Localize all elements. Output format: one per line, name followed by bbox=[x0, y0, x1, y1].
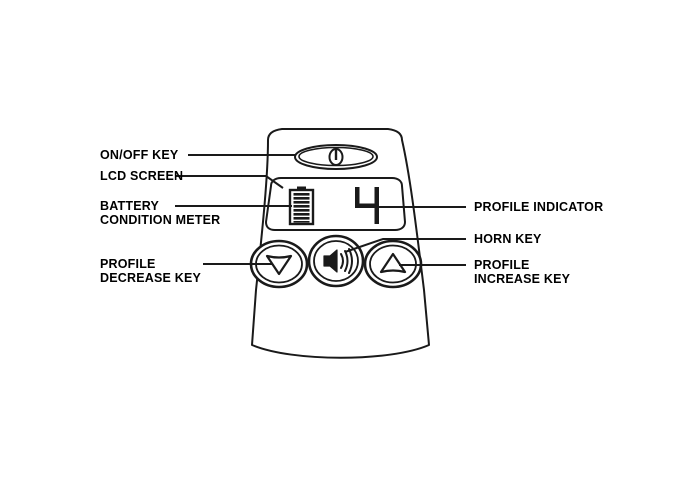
battery-condition-meter-icon bbox=[288, 186, 315, 226]
on-off-key[interactable] bbox=[294, 144, 378, 170]
power-symbol-icon bbox=[328, 147, 344, 166]
profile-increase-key[interactable] bbox=[363, 239, 423, 289]
callout-profile-increase-key-line2: INCREASE KEY bbox=[474, 272, 571, 286]
triangle-up-icon bbox=[379, 252, 407, 274]
profile-decrease-key[interactable] bbox=[249, 239, 309, 289]
callout-horn-key: HORN KEY bbox=[474, 232, 542, 246]
triangle-down-icon bbox=[265, 254, 293, 276]
callout-profile-decrease-key-line2: DECREASE KEY bbox=[100, 271, 202, 285]
leader-line-horn-key bbox=[344, 238, 466, 253]
callout-on-off-key: ON/OFF KEY bbox=[100, 148, 179, 162]
callout-lcd-screen: LCD SCREEN bbox=[100, 169, 184, 183]
callout-profile-decrease-key-line1: PROFILE bbox=[100, 257, 156, 271]
lcd-screen bbox=[265, 177, 406, 231]
horn-key[interactable] bbox=[307, 234, 365, 288]
callout-battery-condition-meter-line2: CONDITION METER bbox=[100, 213, 221, 227]
profile-indicator-digit bbox=[355, 187, 379, 224]
callout-battery-condition-meter-line1: BATTERY bbox=[100, 199, 160, 213]
leader-line-lcd-screen bbox=[176, 175, 284, 189]
callout-profile-indicator: PROFILE INDICATOR bbox=[474, 200, 604, 214]
lcd-screen-outline bbox=[265, 177, 406, 231]
callout-profile-increase-key-line1: PROFILE bbox=[474, 258, 530, 272]
